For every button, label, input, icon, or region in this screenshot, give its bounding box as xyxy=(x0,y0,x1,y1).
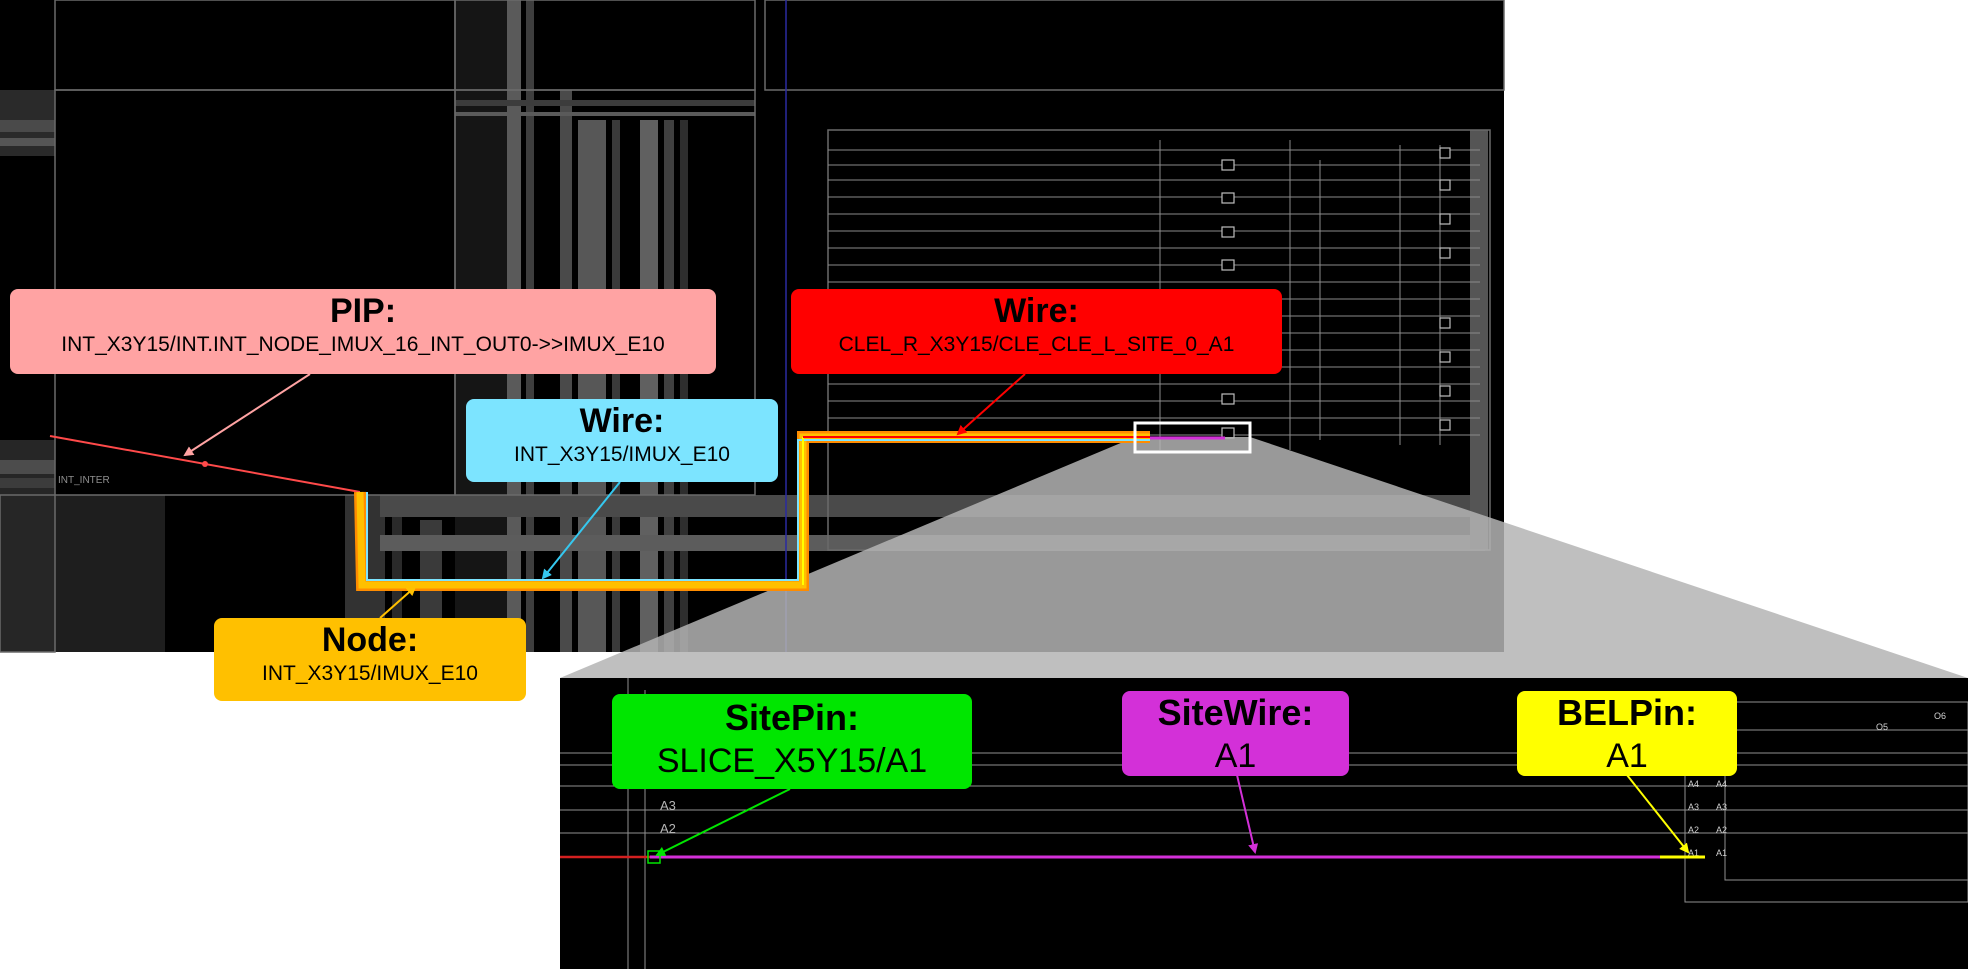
sitepin-callout-value: SLICE_X5Y15/A1 xyxy=(656,742,928,780)
bel-pin-a3: A3 xyxy=(1688,802,1699,812)
wire-clel-callout-value: CLEL_R_X3Y15/CLE_CLE_L_SITE_0_A1 xyxy=(838,333,1235,356)
pip-callout-title: PIP: xyxy=(329,292,397,330)
zoom-projection xyxy=(560,437,1968,678)
bel-pin-a1: A1 xyxy=(1688,848,1699,858)
bel-pin-a4-right: A4 xyxy=(1716,779,1727,789)
sitepin-callout-title: SitePin: xyxy=(724,697,859,738)
sitewire-callout-value: A1 xyxy=(1214,737,1257,775)
wire-int-callout-title: Wire: xyxy=(579,402,665,440)
tile-label: INT_INTER xyxy=(58,475,110,486)
callout-arrows xyxy=(183,373,1690,856)
bel-pin-a2: A2 xyxy=(1688,825,1699,835)
zoom-focus-box xyxy=(1133,421,1252,454)
pip-callout-value: INT_X3Y15/INT.INT_NODE_IMUX_16_INT_OUT0-… xyxy=(61,333,665,356)
pip-callout: PIP: INT_X3Y15/INT.INT_NODE_IMUX_16_INT_… xyxy=(10,289,716,374)
belpin-callout-value: A1 xyxy=(1606,737,1648,775)
pin-label-a2: A2 xyxy=(660,821,676,836)
pin-label-a3: A3 xyxy=(660,798,676,813)
wire-int-callout-value: INT_X3Y15/IMUX_E10 xyxy=(514,443,730,466)
belpin-callout: BELPin: A1 xyxy=(1517,691,1737,776)
node-route xyxy=(354,431,1150,591)
node-callout: Node: INT_X3Y15/IMUX_E10 xyxy=(214,618,526,701)
bel-output-o5: O5 xyxy=(1876,722,1888,732)
bel-output-o6: O6 xyxy=(1934,711,1946,721)
wire-clel-callout-title: Wire: xyxy=(994,292,1079,330)
bel-pin-a3-right: A3 xyxy=(1716,802,1727,812)
wire-int-callout: Wire: INT_X3Y15/IMUX_E10 xyxy=(466,399,778,482)
sitewire-callout-title: SiteWire: xyxy=(1157,692,1314,733)
sitepin-callout: SitePin: SLICE_X5Y15/A1 xyxy=(612,694,972,789)
wire-clel-callout: Wire: CLEL_R_X3Y15/CLE_CLE_L_SITE_0_A1 xyxy=(791,289,1282,374)
node-callout-value: INT_X3Y15/IMUX_E10 xyxy=(262,662,478,685)
bel-pin-a2-right: A2 xyxy=(1716,825,1727,835)
belpin-callout-title: BELPin: xyxy=(1557,692,1697,733)
bel-pin-a4: A4 xyxy=(1688,779,1699,789)
node-callout-title: Node: xyxy=(321,621,419,659)
sitewire-callout: SiteWire: A1 xyxy=(1122,691,1349,776)
bel-pin-a1-right: A1 xyxy=(1716,848,1727,858)
